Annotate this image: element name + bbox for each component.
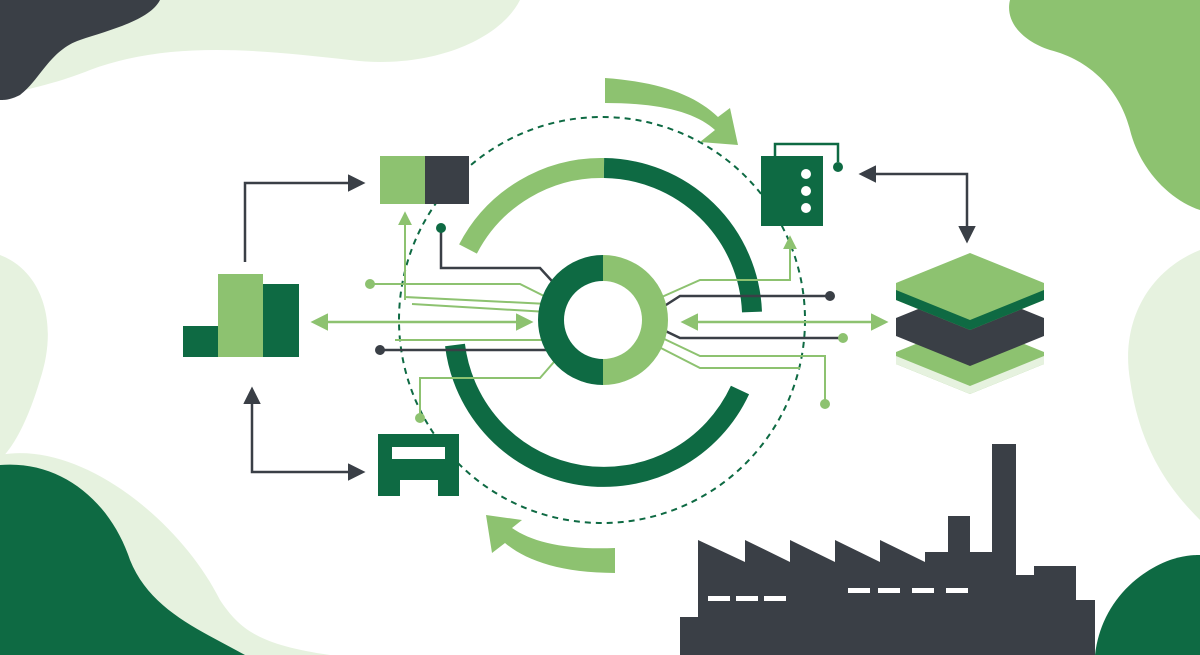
flow-arrows <box>486 78 738 573</box>
blob-top-right-green <box>1009 0 1200 210</box>
flow-arrow-top <box>605 78 738 145</box>
blob-right-pale <box>1128 250 1200 520</box>
blob-top-left-dark <box>0 0 160 100</box>
blob-left-pale <box>0 255 48 460</box>
circuit-lines <box>243 165 976 481</box>
ring-arc-top-light <box>459 157 605 254</box>
ring-arc-bottom-dark <box>445 343 750 487</box>
bar-chart-icon <box>183 274 299 357</box>
factory-silhouette-icon <box>680 444 1095 655</box>
ring-arc-top-dark <box>603 158 762 313</box>
blob-bottom-right-dark <box>1095 555 1200 655</box>
blob-bottom-left-dark <box>0 464 245 655</box>
machine-module-icon <box>378 434 459 497</box>
ring-hub-icon <box>538 255 668 385</box>
stacked-layers-icon <box>896 253 1044 394</box>
blob-top-left-pale <box>0 0 520 100</box>
split-block-icon <box>380 156 469 204</box>
flow-arrow-bottom <box>486 515 615 573</box>
main-ring-arcs <box>445 157 762 487</box>
server-panel-icon <box>761 142 843 226</box>
